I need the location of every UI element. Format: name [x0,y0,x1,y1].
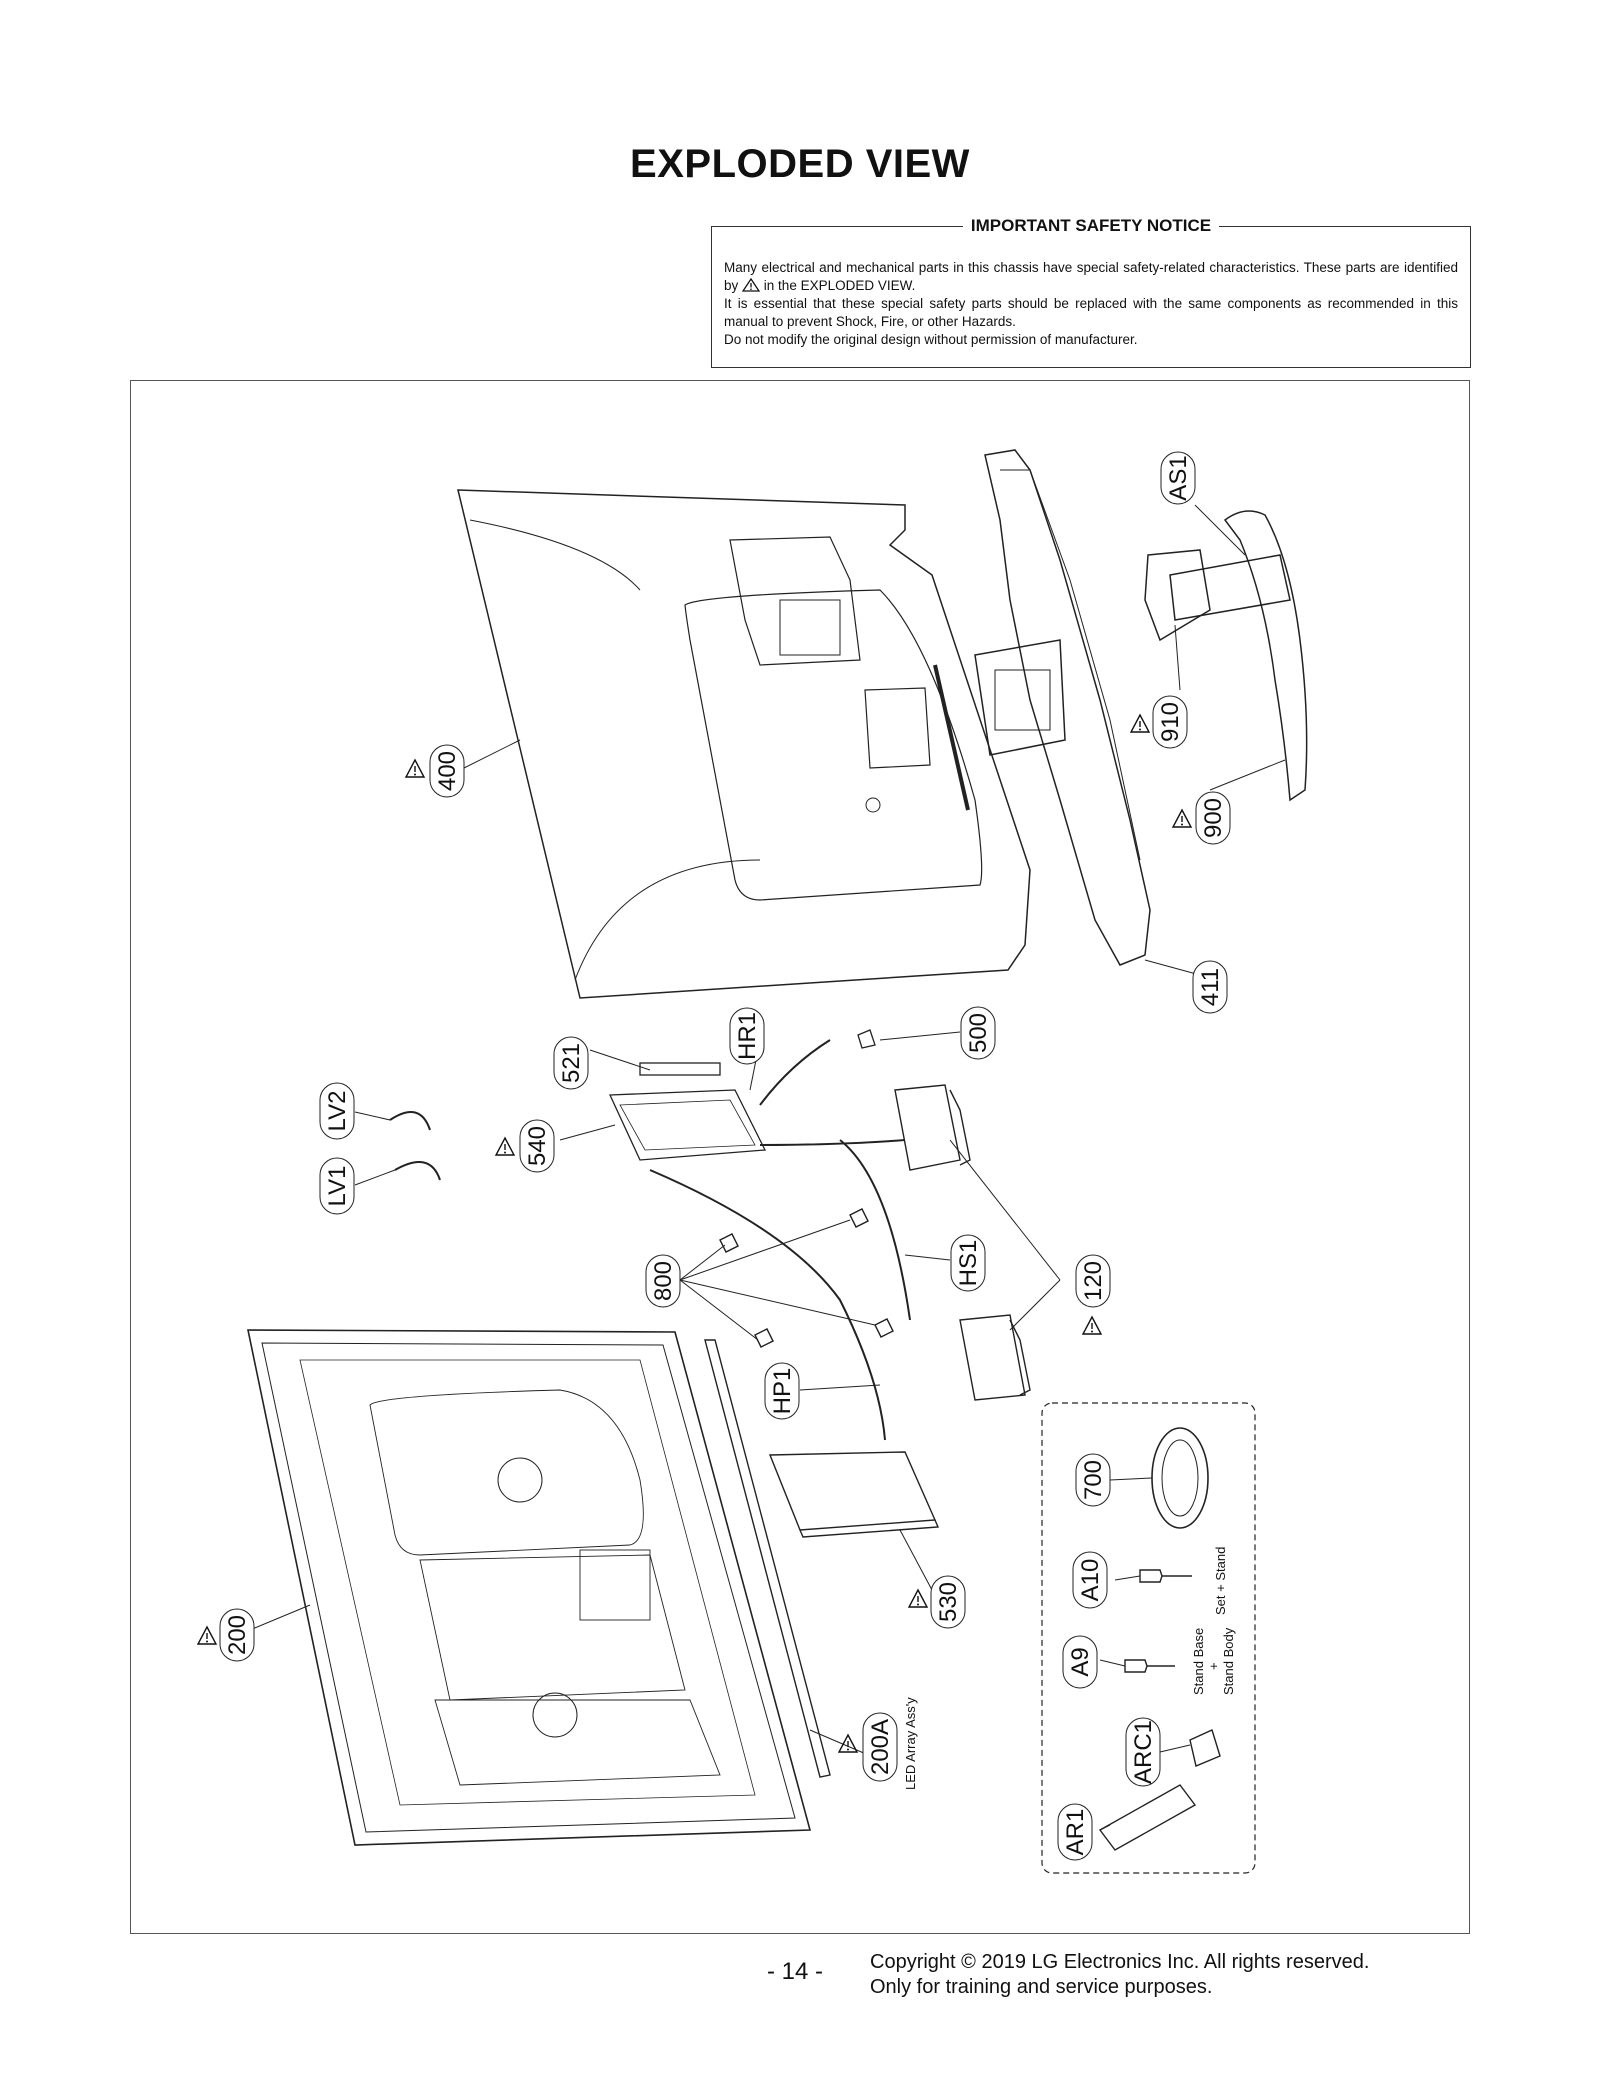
warning-triangle-icon [742,278,761,292]
label-lv2: LV2 [324,1091,351,1132]
leader-lines [249,504,1286,1831]
speakers-part [894,1084,1031,1401]
power-board-part [768,1451,940,1538]
label-500: 500 [965,1013,992,1053]
main-board-part [609,1029,911,1441]
warning-icon-910 [1130,714,1150,733]
label-hr1: HR1 [734,1012,761,1060]
stand-base-note: Stand Base [1191,1628,1206,1695]
label-800: 800 [650,1261,677,1301]
accessories-box [1041,1402,1256,1874]
label-521: 521 [558,1043,585,1083]
notice-line1b: in the EXPLODED VIEW. [763,278,916,293]
set-stand-note: Set + Stand [1213,1547,1228,1615]
label-hs1: HS1 [955,1240,982,1287]
front-cabinet-part [247,1329,812,1846]
label-530: 530 [935,1582,962,1622]
warning-icon-540 [495,1137,515,1156]
clips-part [719,1208,894,1348]
label-200a: 200A [867,1719,894,1775]
stand-part [1144,510,1308,802]
warning-icon-400 [405,759,425,778]
stand-body-note: Stand Body [1221,1627,1236,1695]
safety-notice-heading: IMPORTANT SAFETY NOTICE [962,216,1220,235]
label-arc1: ARC1 [1130,1720,1157,1784]
page-title: EXPLODED VIEW [630,142,970,186]
label-a10: A10 [1077,1559,1104,1602]
label-200: 200 [224,1615,251,1655]
label-120: 120 [1080,1261,1107,1301]
notice-line1: Many electrical and mechanical parts in … [724,260,1458,293]
notice-line2: It is essential that these special safet… [724,296,1458,329]
copyright-line1: Copyright © 2019 LG Electronics Inc. All… [870,1951,1370,1973]
label-400: 400 [434,751,461,791]
label-lv1: LV1 [324,1166,351,1207]
warning-icon-530 [908,1589,928,1608]
notice-line3: Do not modify the original design withou… [724,332,1138,347]
plus-note: + [1206,1662,1221,1670]
label-540: 540 [524,1126,551,1166]
annotations: LED Array Ass'y Set + Stand Stand Base +… [903,1547,1236,1790]
warning-icon-120 [1082,1316,1102,1335]
warning-icon-200 [197,1626,217,1645]
part-labels: AS1 910 900 411 400 500 HR1 521 LV2 540 … [219,451,1231,1861]
safety-notice-text: Many electrical and mechanical parts in … [724,259,1458,349]
label-as1: AS1 [1165,455,1192,500]
label-a9: A9 [1067,1647,1094,1676]
diagram-frame [130,380,1470,1934]
label-700: 700 [1080,1460,1107,1500]
copyright-line2: Only for training and service purposes. [870,1976,1213,1998]
label-910: 910 [1157,702,1184,742]
copyright-notice: Copyright © 2019 LG Electronics Inc. All… [870,1950,1369,2000]
label-ar1: AR1 [1062,1809,1089,1856]
label-900: 900 [1200,798,1227,838]
safety-notice-box: IMPORTANT SAFETY NOTICE Many electrical … [711,216,1471,368]
lvds-cables-part [389,1111,441,1181]
rear-bracket-part [933,449,1151,966]
led-array-note: LED Array Ass'y [903,1697,918,1790]
page-number: - 14 - [767,1958,824,1985]
label-hp1: HP1 [769,1368,796,1415]
led-array-part [704,1339,831,1778]
label-411: 411 [1197,968,1224,1006]
warning-icon-900 [1172,809,1192,828]
back-cover-part [457,489,1031,999]
warning-icons [197,714,1192,1753]
